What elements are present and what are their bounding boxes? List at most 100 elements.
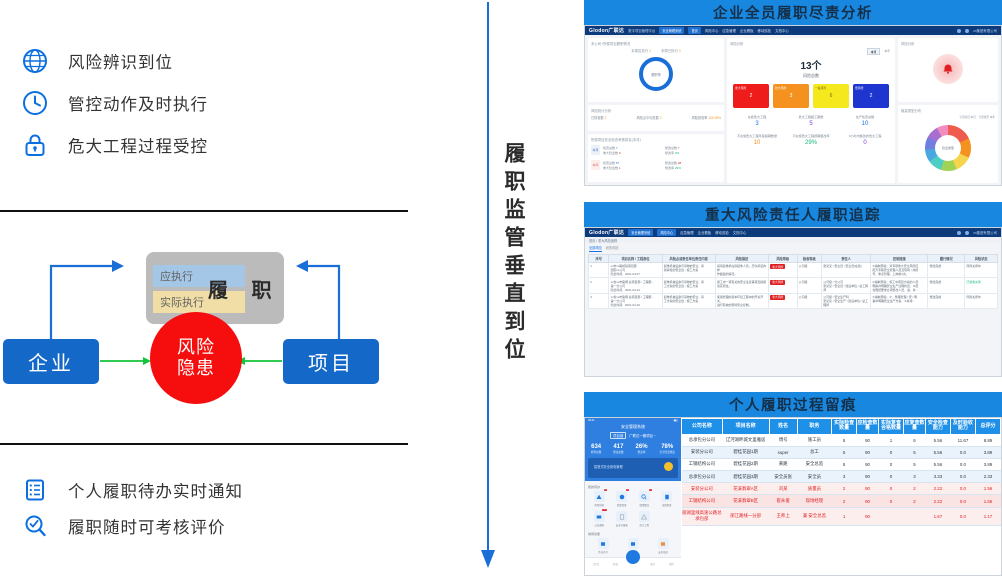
nav-tab-documents[interactable]: 文档中心 xyxy=(732,231,747,235)
stat-cell-4: 不在施危大工程按期整改率 29% xyxy=(784,133,838,146)
cell-required-rechecks: 3 xyxy=(903,470,926,484)
phone-todo-grid: 3 风险排查 5 隐患复查 xyxy=(588,489,679,527)
donut-filter-project[interactable]: 全部项目 本月 xyxy=(959,116,976,119)
bullet-label: 个人履职待办实时通知 xyxy=(68,483,243,501)
cell-project: xx省xx市路网 总项目部 / 工程部... 第一分公司 隐患时间：2021-0… xyxy=(608,277,663,294)
phone-section-title-common: 常用功能 xyxy=(588,532,601,536)
tab-mine[interactable]: 我的 xyxy=(669,562,675,566)
stat-value: 0 xyxy=(863,140,867,146)
nav-tab-documents[interactable]: 文档中心 xyxy=(775,29,789,33)
nav-tab-active[interactable]: 首页 xyxy=(688,27,701,34)
risk-period-toggle[interactable]: 本月 本年 xyxy=(730,48,892,55)
th-risk-level: 风险等级 xyxy=(767,254,798,263)
toggle-month[interactable]: 本月 xyxy=(866,48,881,55)
dashboard-row: 本公司+所属项目履职情况 本周应执行 2 本周已执行 0 xyxy=(585,35,1001,185)
avatar[interactable] xyxy=(965,230,970,235)
phone-org-selector[interactable]: 项目部 广联达一期项目 ~ xyxy=(585,430,681,441)
cell-name: 崔永俊 xyxy=(769,494,798,508)
cell-measures: ①编制预案：①、整理管理 / 安 / 明 事中明确安全生产方案，①并持... xyxy=(870,292,929,310)
nav-tab-mobile-inspection[interactable]: 移动巡检 xyxy=(757,29,772,33)
table-row[interactable]: 安装分公司 碧桂花园1期 super 总工 5 90 0 5 5.56 0.0 xyxy=(681,446,1001,459)
nav-tab-risk-center[interactable]: 风险中心 xyxy=(704,29,719,33)
phone-item-safety-training[interactable]: 安全培训 xyxy=(648,538,678,554)
phone-item-work-permit[interactable]: 作业许可 xyxy=(588,538,618,554)
table-row[interactable]: 总承包分公司 碧桂花园3期 安全员张 安全员 3 90 0 3 3.33 0.0 xyxy=(681,470,1001,484)
th-index: 序号 xyxy=(587,254,610,263)
app-top-bar: Glodon广联达 数字项目管理平台 安全管理系统 首页 风险中心 应急管理 企… xyxy=(585,26,1001,35)
panel-2-body: Glodon广联达 安全管理系统 风险中心 应急管理 企业看板 移动巡检 文档中… xyxy=(584,227,1002,377)
node-project: 项目 xyxy=(283,339,379,384)
card-title: 隐患类型分布 xyxy=(901,109,922,113)
nav-tab-mobile-inspection[interactable]: 移动巡检 xyxy=(715,231,729,235)
cell-actual-checks: 2 xyxy=(831,482,857,496)
cell-progress[interactable]: 整改完成 xyxy=(927,292,966,310)
table-row[interactable]: 工钢结构公司 花溪翡翠B区 崔永俊 现场经理 2 90 0 2 2.22 0.0 xyxy=(681,494,1001,508)
phone-item-hazard-rectify[interactable]: 2 隐患整改 xyxy=(633,489,656,507)
notification-icon[interactable] xyxy=(957,28,962,33)
status-badge: 重大风险 xyxy=(770,279,786,285)
right-column: 企业全员履职尽责分析 Glodon广联达 数字项目管理平台 安全管理系统 首页 … xyxy=(584,0,1002,576)
table-row[interactable]: 2 xx省xx市路网 总项目部 / 工程部... 第一分公司 隐患时间：2021… xyxy=(587,277,998,294)
table-row[interactable]: 总承包分公司 辽河湖畔城文里雅居 博号 施工员 5 90 1 6 5.56 11… xyxy=(681,434,1001,447)
create-fab-button[interactable] xyxy=(626,550,640,564)
tab-check[interactable]: 检查 xyxy=(613,562,618,566)
phone-banner[interactable]: 智慧式安全用电管理 xyxy=(588,458,678,478)
clock-icon xyxy=(18,86,52,120)
table-row[interactable]: 安装分公司 花溪翡翠A区 刘某 质量员 2 90 0 2 2.22 0.0 1. xyxy=(681,482,1001,496)
tab-my-risks[interactable]: 我的风险 xyxy=(605,246,619,250)
phone-item-daily-report[interactable]: 安全日报表 xyxy=(611,511,634,527)
workspace-selector[interactable]: 安全管理系统 xyxy=(659,27,685,34)
ranking-row-tag: 本月 xyxy=(591,145,601,155)
cell-progress[interactable]: 整改完成 xyxy=(927,261,966,279)
risk-level-card-general[interactable]: 一般风险 6 xyxy=(813,84,849,108)
table-row[interactable]: 工钢结构公司 碧桂花园2期 黄路 安全总监 5 90 0 5 5.56 0.0 xyxy=(681,458,1001,472)
table-row[interactable]: 丽湖里线高速公路总承包部 丽江路线一分部 王师上 兼 安全总监 1 90 1.6… xyxy=(681,507,1001,526)
toggle-year[interactable]: 本年 xyxy=(884,48,890,53)
risk-level-cards: 重大风险 2 较大风险 3 一般风险 6 xyxy=(730,84,892,108)
phone-item-hazard-recheck[interactable]: 5 隐患复查 xyxy=(611,489,634,507)
phone-item-major-project[interactable]: 危大工程 xyxy=(633,511,656,527)
tab-workbench[interactable]: 工作台 xyxy=(591,562,600,566)
user-name[interactable]: xx集团有限公司 xyxy=(973,29,997,33)
cell-index: 2 xyxy=(587,277,610,294)
donut-filters[interactable]: 全部项目 本月 全部类型 本年 xyxy=(901,115,995,119)
nav-tab-emergency[interactable]: 应急管理 xyxy=(680,231,694,235)
phone-item-risk-check[interactable]: 3 风险排查 xyxy=(588,489,611,507)
th-description: 风险描述 xyxy=(714,254,769,263)
tab-stats[interactable]: 统计 xyxy=(650,562,656,566)
cell-position: 质量员 xyxy=(797,482,832,496)
cell-measures: ①编制预案：对专项重大安全风险应 配齐专职安全管理人员及现场 / 并按 号、重点… xyxy=(870,261,929,279)
workspace-selector[interactable]: 安全管理系统 xyxy=(628,229,654,236)
user-name[interactable]: xx集团有限公司 xyxy=(973,231,997,235)
cell-risk-level: 重大风险 xyxy=(767,277,798,294)
donut-center-label: 隐患类型 xyxy=(935,135,961,161)
breadcrumb: 首页 / 重大风险追踪 xyxy=(585,237,1001,243)
table-row[interactable]: 3 xx省xx市路网 总项目部 / 工程部... 第一分公司 隐患时间：2021… xyxy=(587,292,998,310)
risk-card-head: 风险分析 xyxy=(730,41,892,48)
cell-company: 安装分公司 xyxy=(681,482,723,496)
risk-level-card-high[interactable]: 较大风险 3 xyxy=(773,84,809,108)
nav-tab-active[interactable]: 风险中心 xyxy=(657,229,677,236)
nav-tab-enterprise-board[interactable]: 企业看板 xyxy=(697,231,712,235)
risk-level-card-low[interactable]: 低风险 2 xyxy=(853,84,889,108)
item-label: 隐患整改 xyxy=(639,504,650,507)
risk-level-card-major[interactable]: 重大风险 2 xyxy=(733,84,769,108)
badge-count: 12 xyxy=(602,509,607,511)
phone-item-certificate-check[interactable]: 证照检查 xyxy=(656,491,679,507)
nav-tab-emergency[interactable]: 应急管理 xyxy=(722,29,736,33)
risk-filter-tabs[interactable]: 全部风险 我的风险 xyxy=(585,243,1001,254)
phone-item-announcement[interactable]: 12 公告通知 xyxy=(588,509,611,527)
cell-company: 总承包分公司 xyxy=(681,470,723,484)
cell-risk-level: 重大风险 xyxy=(767,261,798,279)
cell-progress[interactable]: 整改完成 xyxy=(927,277,966,294)
nav-tab-enterprise-board[interactable]: 企业看板 xyxy=(739,29,754,33)
avatar[interactable] xyxy=(965,28,970,33)
donut-filter-type[interactable]: 全部类型 本年 xyxy=(978,116,995,119)
risk-level-label: 一般风险 xyxy=(815,85,827,90)
org-name[interactable]: 广联达一期项目 ~ xyxy=(629,434,656,438)
cell-required-rechecks: 6 xyxy=(903,434,926,447)
cell-required-checks: 90 xyxy=(856,507,879,526)
tab-all-risks[interactable]: 全部风险 xyxy=(589,246,602,252)
table-row[interactable]: 1 xx市xx路桥段项目部 国家xx公司 隐患时间：2021-04-07 起重机… xyxy=(587,261,998,279)
notification-icon[interactable] xyxy=(957,230,962,235)
